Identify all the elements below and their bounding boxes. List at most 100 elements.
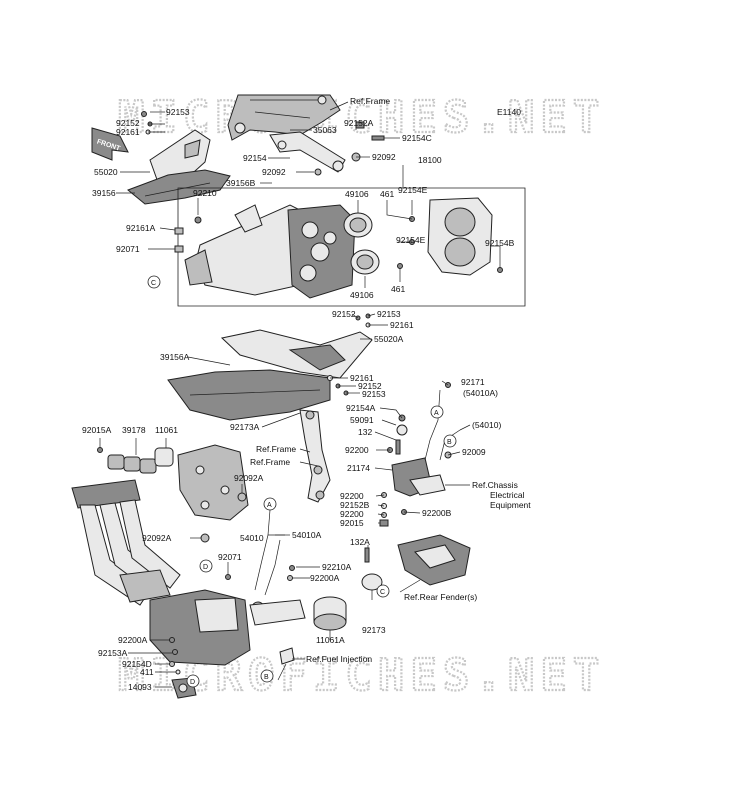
- label-92015a: 92015A: [82, 425, 112, 435]
- label-92200a-low: 92200A: [118, 635, 148, 645]
- label-11061: 11061: [155, 425, 178, 435]
- label-ref-chassis-3: Equipment: [490, 500, 531, 510]
- label-92152-low: 92152: [358, 381, 382, 391]
- label-92153-top: 92153: [166, 107, 190, 117]
- label-92092a-top: 92092A: [234, 473, 264, 483]
- label-461-bot: 461: [391, 284, 405, 294]
- label-11061a: 11061A: [316, 635, 345, 645]
- cat-bracket-plate: [177, 444, 249, 521]
- label-92092-right: 92092: [372, 152, 396, 162]
- muffler-tip-lower: [350, 249, 380, 275]
- label-59091: 59091: [350, 415, 374, 425]
- label-54010a: 54010A: [292, 530, 322, 540]
- svg-text:A: A: [267, 502, 272, 509]
- svg-text:C: C: [380, 589, 385, 596]
- bolt-92092a-top: [237, 492, 247, 502]
- cable-54010-lower: [254, 509, 271, 591]
- label-92200-m2: 92200: [340, 509, 364, 519]
- label-54010a-right: (54010A): [463, 388, 498, 398]
- bolt-92092a-low: [200, 533, 210, 543]
- label-92152-mid: 92152: [332, 309, 356, 319]
- callout-a-lower: A: [263, 497, 277, 511]
- label-92210a: 92210A: [322, 562, 352, 572]
- cable-54010a-lower: [264, 539, 281, 596]
- bolt-92015a: [97, 447, 103, 453]
- label-92200-top: 92200: [345, 445, 369, 455]
- heat-guard-39156a: [167, 369, 331, 421]
- label-92152b: 92152B: [340, 500, 370, 510]
- label-92154-mid: 92154: [243, 153, 267, 163]
- callout-c-lower: C: [376, 584, 390, 598]
- label-54010: 54010: [240, 533, 264, 543]
- label-92161-top: 92161: [116, 127, 140, 137]
- bracket-link: [299, 409, 331, 503]
- callout-c-upper: C: [147, 275, 161, 289]
- label-92161-low: 92161: [350, 373, 374, 383]
- label-92154e-mid: 92154E: [396, 235, 426, 245]
- label-92154c-top: 92154C: [402, 133, 432, 143]
- label-92200b: 92200B: [422, 508, 452, 518]
- part-labels: Ref.Frame 92153 92152 92161 35063 92152A…: [82, 96, 531, 692]
- label-39156a: 39156A: [160, 352, 190, 362]
- label-35063: 35063: [313, 125, 337, 135]
- leader-lines: [99, 101, 501, 688]
- label-92161a: 92161A: [126, 223, 156, 233]
- label-92200a-mid: 92200A: [310, 573, 340, 583]
- label-461-top: 461: [380, 189, 394, 199]
- label-92153-mid: 92153: [377, 309, 401, 319]
- label-ref-rear-fender: Ref.Rear Fender(s): [404, 592, 477, 602]
- callout-b-lower: B: [260, 669, 274, 683]
- svg-text:B: B: [264, 674, 269, 681]
- cover-55020a: [220, 329, 373, 379]
- label-ref-frame-3: Ref.Frame: [250, 457, 290, 467]
- label-132a: 132A: [350, 537, 370, 547]
- label-132: 132: [358, 427, 372, 437]
- label-92154e-top: 92154E: [398, 185, 428, 195]
- heat-guard-39156: [127, 169, 231, 205]
- callout-d-upper: D: [199, 559, 213, 573]
- label-92092-left: 92092: [262, 167, 286, 177]
- label-39156b: 39156B: [226, 178, 256, 188]
- svg-text:B: B: [447, 439, 452, 446]
- label-92071-top: 92071: [116, 244, 140, 254]
- label-55020: 55020: [94, 167, 118, 177]
- label-49106-top: 49106: [345, 189, 369, 199]
- frame-bracket-top: [227, 94, 341, 141]
- muffler-assembly-frame: [177, 187, 526, 307]
- label-ref-frame-top: Ref.Frame: [350, 96, 390, 106]
- label-92173: 92173: [362, 625, 386, 635]
- svg-text:C: C: [151, 280, 156, 287]
- label-14093: 14093: [128, 682, 152, 692]
- bolts-middle: [327, 313, 371, 396]
- connector-pipe-11061a: [313, 596, 347, 631]
- label-92154b: 92154B: [485, 238, 515, 248]
- gasket-set: [107, 447, 174, 474]
- cable-54010a: [424, 389, 441, 461]
- catalyst-box: [149, 589, 265, 666]
- label-ref-frame-2: Ref.Frame: [256, 444, 296, 454]
- muffler-body: [184, 204, 301, 296]
- svg-text:A: A: [434, 410, 439, 417]
- outlet-pipe: [249, 599, 306, 626]
- label-39178: 39178: [122, 425, 146, 435]
- label-ref-chassis-1: Ref.Chassis: [472, 480, 518, 490]
- label-ref-chassis-2: Electrical: [490, 490, 525, 500]
- label-92092a-low: 92092A: [142, 533, 172, 543]
- label-92071-low: 92071: [218, 552, 242, 562]
- exhaust-valve-actuator: [391, 414, 446, 497]
- label-92200-m1: 92200: [340, 491, 364, 501]
- label-18100: 18100: [418, 155, 442, 165]
- label-92161-mid: 92161: [390, 320, 414, 330]
- label-92153-low: 92153: [362, 389, 386, 399]
- label-21174: 21174: [347, 463, 370, 473]
- front-badge: FRONT: [91, 127, 129, 161]
- label-92152a-top: 92152A: [344, 118, 374, 128]
- callout-b-upper: B: [443, 434, 457, 448]
- label-49106-bot: 49106: [350, 290, 374, 300]
- label-92171: 92171: [461, 377, 485, 387]
- label-92173a: 92173A: [230, 422, 260, 432]
- label-92015: 92015: [340, 518, 364, 528]
- rear-fender-part: [397, 534, 471, 586]
- svg-text:D: D: [190, 679, 195, 686]
